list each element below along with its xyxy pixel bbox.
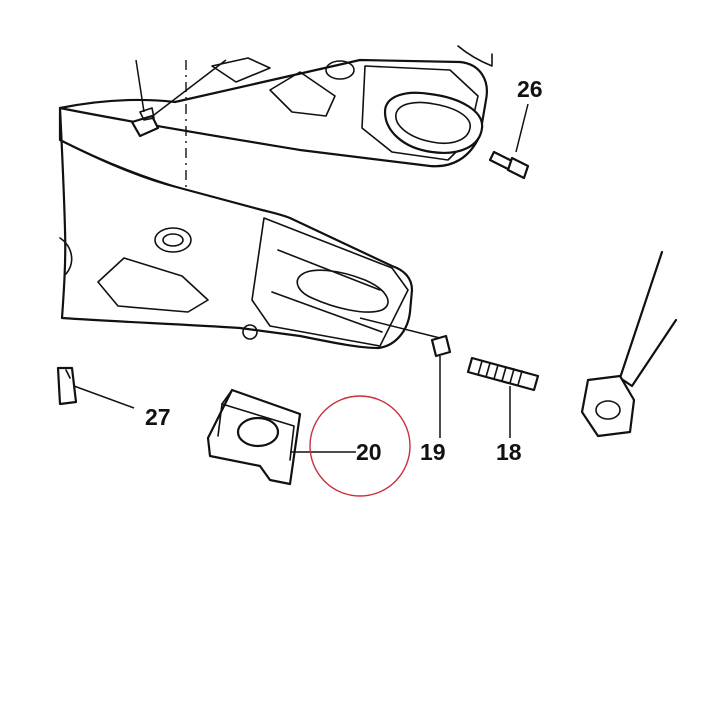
rod-with-eye-end [580, 250, 678, 438]
upper-swingarm-body [58, 45, 493, 168]
part-20-rubber-block [206, 388, 356, 486]
part-19-bushing [430, 334, 452, 438]
pivot-axis-line [359, 317, 441, 339]
highlight-circle [309, 395, 411, 497]
part-26-bolt [488, 103, 530, 180]
callout-20: 20 [356, 439, 382, 465]
part-18-threaded-bolt [466, 356, 540, 438]
part-27-clip [56, 366, 135, 409]
lower-swingarm-body [58, 106, 414, 350]
callout-27: 27 [145, 404, 171, 430]
mounting-screw [130, 59, 227, 138]
callout-18: 18 [496, 439, 522, 465]
callout-26: 26 [517, 76, 543, 102]
callout-19: 19 [420, 439, 446, 465]
